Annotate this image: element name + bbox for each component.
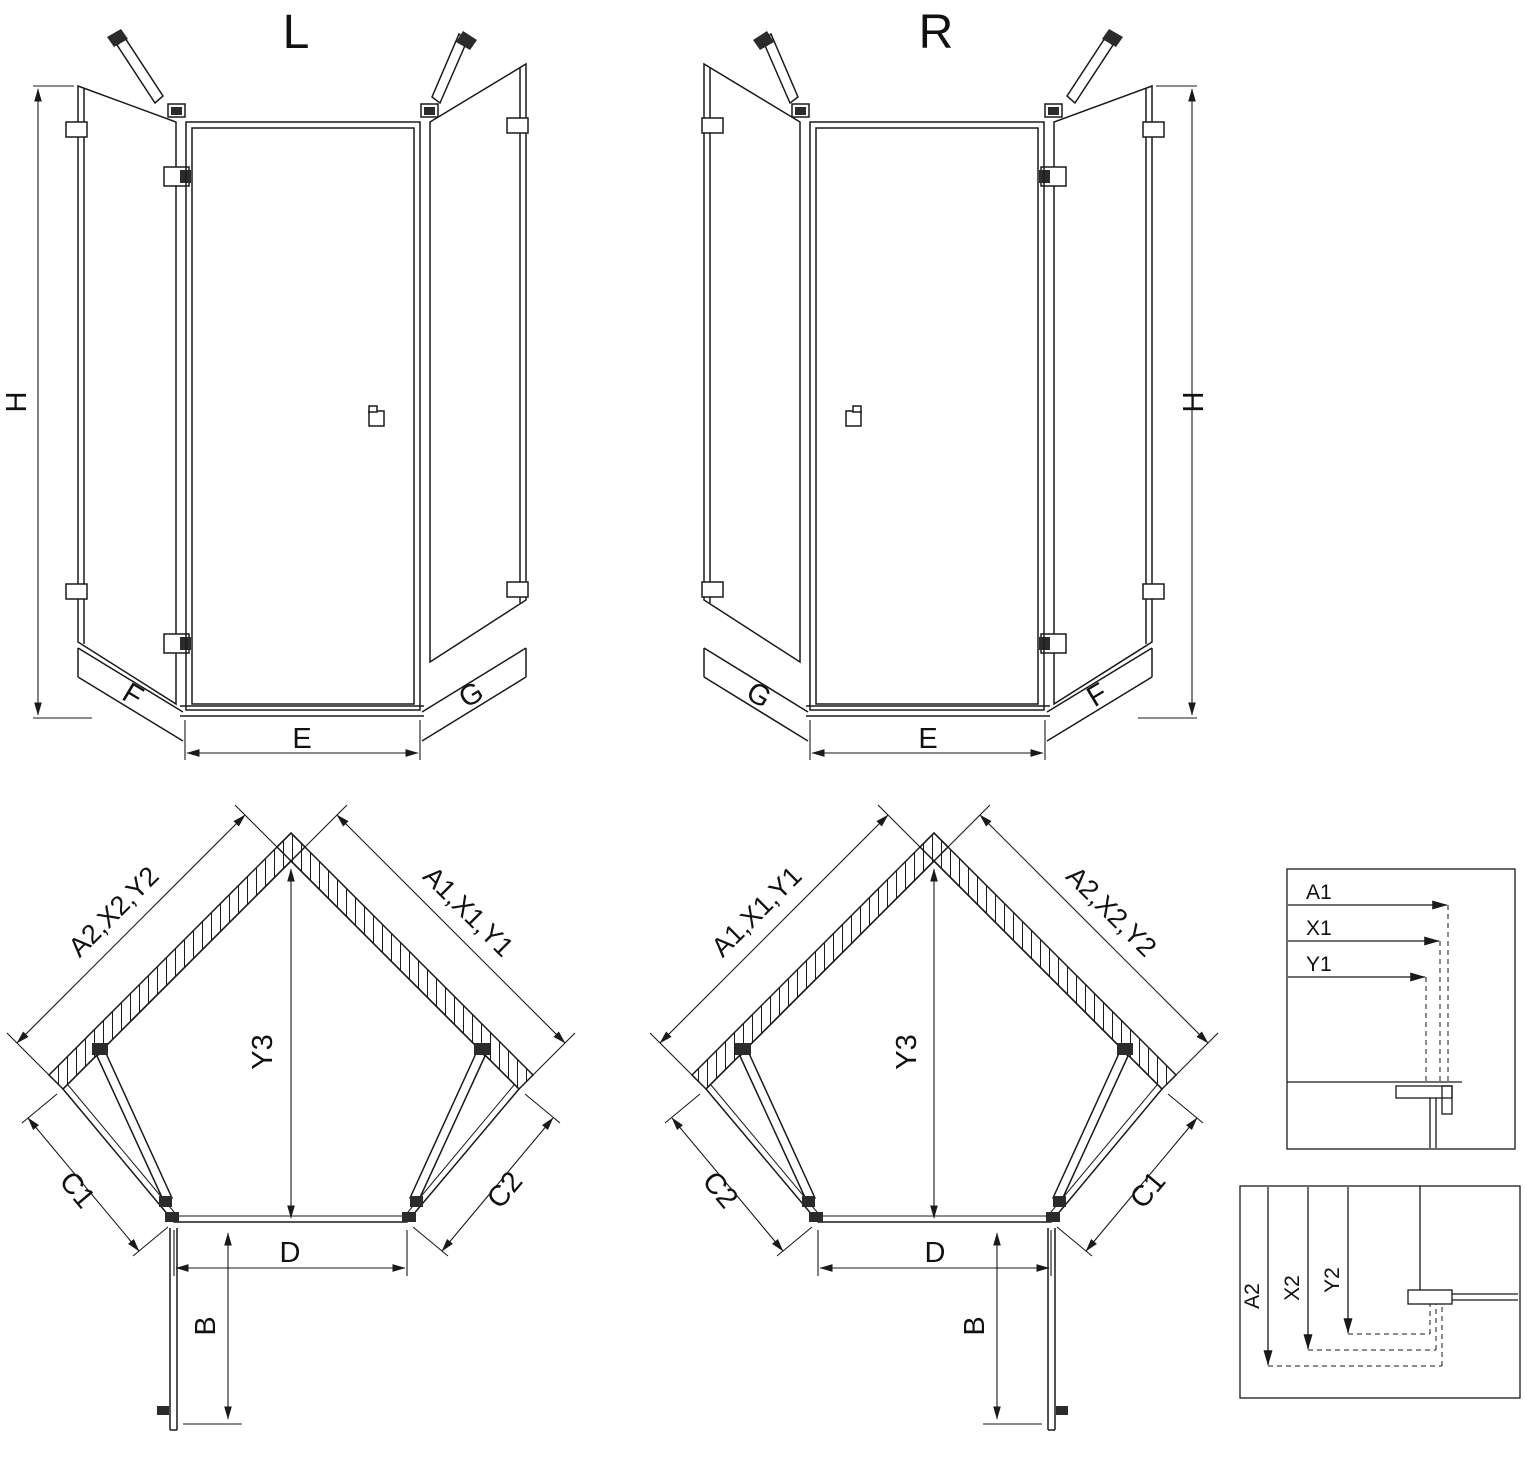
front-view-right: R G E F H	[702, 6, 1210, 760]
dim-label-h-right: H	[1178, 392, 1210, 413]
dim-label-c1-right: C1	[1124, 1166, 1172, 1215]
dim-label-g-right: G	[741, 676, 777, 715]
front-view-left-geometry	[33, 29, 528, 760]
dim-label-e-left: E	[292, 723, 311, 755]
right-unit-title: R	[919, 6, 954, 59]
plan-view-left: A2,X2,Y2 A1,X1,Y1 Y3 C1 C2 D B	[7, 805, 575, 1430]
dim-label-a1x1y1-right: A1,X1,Y1	[706, 861, 808, 963]
left-unit-title: L	[283, 6, 310, 59]
dim-label-h-left: H	[1, 392, 33, 413]
dim-label-e-right: E	[918, 723, 937, 755]
inset-label-x1: X1	[1306, 917, 1332, 940]
dim-label-y3-left: Y3	[247, 1034, 279, 1069]
reference-dashes	[1268, 1304, 1443, 1367]
floor-profile-section	[1407, 1186, 1518, 1305]
dim-label-a2x2y2-right: A2,X2,Y2	[1060, 861, 1162, 963]
plan-view-right-geometry	[650, 805, 1218, 1430]
wall-profile-section	[1287, 1081, 1462, 1148]
front-view-left: L H F E G	[1, 6, 528, 760]
dim-label-c2-right: C2	[696, 1166, 744, 1215]
dim-label-c1-left: C1	[53, 1166, 101, 1215]
inset-label-y2: Y2	[1321, 1267, 1344, 1293]
detail-inset-wall-profile: A1 X1 Y1	[1286, 868, 1516, 1150]
inset-label-y1: Y1	[1306, 953, 1332, 976]
dim-label-d-left: D	[280, 1237, 301, 1269]
dim-label-c2-left: C2	[481, 1166, 529, 1215]
front-view-right-geometry	[702, 29, 1197, 760]
dim-label-f-left: F	[117, 677, 149, 714]
inset-label-a1: A1	[1306, 881, 1332, 904]
inset-border	[1286, 868, 1516, 1150]
reference-dashes	[1425, 905, 1449, 1082]
dim-label-g-left: G	[453, 676, 489, 715]
dim-label-a1x1y1-left: A1,X1,Y1	[417, 861, 519, 963]
dim-label-d-right: D	[925, 1237, 946, 1269]
inset-label-x2: X2	[1281, 1275, 1304, 1301]
dim-label-y3-right: Y3	[891, 1034, 923, 1069]
dim-label-a2x2y2-left: A2,X2,Y2	[63, 861, 165, 963]
inset-border	[1239, 1185, 1521, 1399]
plan-view-right: A1,X1,Y1 A2,X2,Y2 Y3 C2 C1 D B	[650, 805, 1218, 1430]
inset-label-a2: A2	[1241, 1283, 1264, 1309]
dim-label-b-right: B	[959, 1316, 991, 1335]
plan-view-left-geometry	[7, 805, 575, 1430]
detail-inset-floor-profile: A2 X2 Y2	[1239, 1185, 1521, 1399]
dim-label-b-left: B	[190, 1316, 222, 1335]
dim-label-f-right: F	[1082, 677, 1114, 714]
